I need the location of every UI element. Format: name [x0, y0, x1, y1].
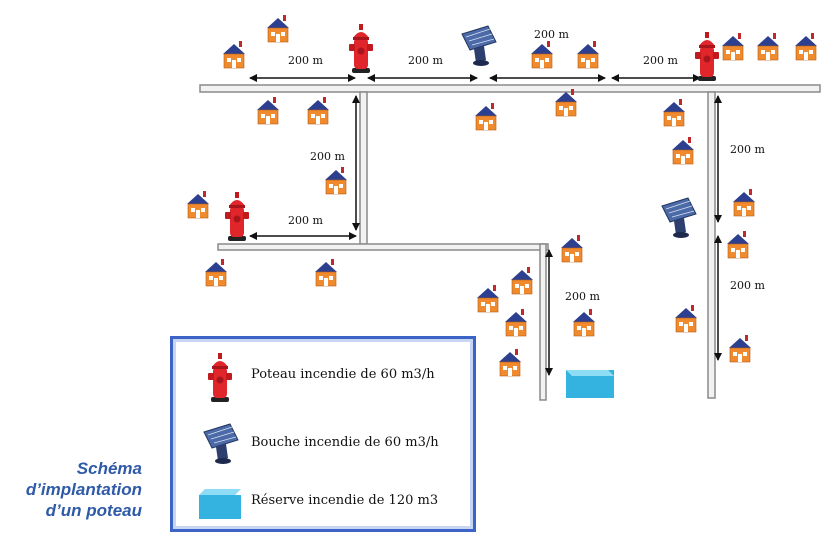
distance-label: 200 m — [643, 54, 678, 67]
fire-hydrant-icon — [695, 32, 719, 81]
house-icon — [530, 40, 554, 69]
house-icon — [306, 96, 330, 125]
distance-label: 200 m — [730, 279, 765, 292]
houses — [186, 14, 818, 377]
distance-label: 200 m — [408, 54, 443, 67]
distance-label: 200 m — [730, 143, 765, 156]
distance-label: 200 m — [565, 290, 600, 303]
branch-pipe-vertical-right — [707, 91, 716, 399]
legend-row-reserve: Réserve incendie de 120 m3 — [173, 477, 473, 527]
branch-pipe-vertical-middle — [539, 243, 547, 401]
distance-label: 200 m — [288, 214, 323, 227]
house-icon — [314, 258, 338, 287]
house-icon — [560, 234, 584, 263]
reserve-tank-icon — [566, 370, 614, 398]
legend-box: Poteau incendie de 60 m3/h Bouche incend… — [170, 336, 476, 532]
fire-bouche-icon — [461, 25, 497, 67]
house-icon — [726, 230, 750, 259]
distance-arrows — [249, 74, 722, 376]
distance-label: 200 m — [310, 150, 345, 163]
house-icon — [671, 136, 695, 165]
house-icon — [572, 308, 596, 337]
house-icon — [186, 190, 210, 219]
legend-label-reserve: Réserve incendie de 120 m3 — [251, 493, 439, 508]
legend-label-bouche: Bouche incendie de 60 m3/h — [251, 435, 439, 450]
legend-row-hydrant: Poteau incendie de 60 m3/h — [173, 351, 473, 402]
distance-labels: 200 m 200 m 200 m 200 m 200 m 200 m 200 … — [288, 28, 765, 303]
fire-hydrant-icon — [208, 353, 232, 402]
house-icon — [576, 40, 600, 69]
legend-row-bouche: Bouche incendie de 60 m3/h — [173, 419, 473, 469]
house-icon — [504, 308, 528, 337]
house-icon — [474, 102, 498, 131]
caption-line: d’implantation — [25, 480, 142, 499]
house-icon — [324, 166, 348, 195]
house-icon — [498, 348, 522, 377]
figure-caption: Schéma d’implantation d’un poteau — [6, 458, 142, 521]
branch-pipe-horizontal-left — [217, 243, 549, 251]
house-icon — [794, 32, 818, 61]
legend-label-hydrant: Poteau incendie de 60 m3/h — [251, 367, 435, 382]
branch-pipe-vertical-left — [359, 91, 368, 245]
house-icon — [756, 32, 780, 61]
house-icon — [732, 188, 756, 217]
house-icon — [476, 284, 500, 313]
fire-bouche-icon — [661, 197, 697, 239]
fire-hydrant-icon — [349, 24, 373, 73]
house-icon — [728, 334, 752, 363]
pipe-network — [199, 84, 821, 401]
fire-hydrant-icon — [225, 192, 249, 241]
main-street-pipe — [199, 84, 821, 93]
house-icon — [721, 32, 745, 61]
house-icon — [222, 40, 246, 69]
caption-line: Schéma — [76, 459, 142, 478]
distance-label: 200 m — [288, 54, 323, 67]
distance-label: 200 m — [534, 28, 569, 41]
reserve-tank-icon — [199, 489, 241, 519]
house-icon — [674, 304, 698, 333]
caption-line: d’un poteau — [45, 501, 142, 520]
house-icon — [204, 258, 228, 287]
house-icon — [510, 266, 534, 295]
house-icon — [554, 88, 578, 117]
fire-bouche-icon — [203, 423, 239, 465]
house-icon — [662, 98, 686, 127]
house-icon — [266, 14, 290, 43]
house-icon — [256, 96, 280, 125]
